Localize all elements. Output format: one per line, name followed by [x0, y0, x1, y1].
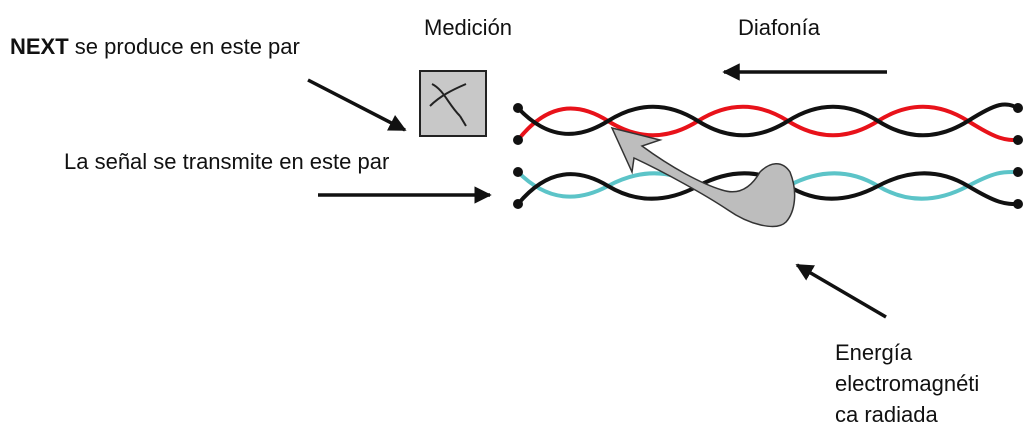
- signal-pair-label: La señal se transmite en este par: [64, 149, 390, 174]
- measurement-label: Medición: [424, 15, 513, 40]
- next-term: NEXT: [10, 34, 69, 59]
- energy-line: ca radiada: [835, 402, 938, 427]
- pair1-black-wire: [516, 102, 1019, 138]
- pair2-end-dot: [1013, 167, 1023, 177]
- pair1-end-dot: [1013, 135, 1023, 145]
- pair1-red-wire: [516, 104, 1019, 142]
- energy-line: Energía: [835, 340, 913, 365]
- energy-pointer-arrow: [795, 263, 887, 319]
- pair2-end-dot: [1013, 199, 1023, 209]
- crosstalk-label: Diafonía: [738, 15, 820, 40]
- pair1-end-dot: [513, 103, 523, 113]
- measurement-meter-icon: [419, 70, 487, 137]
- pair1-end-dot: [513, 135, 523, 145]
- twisted-pair-next: [513, 102, 1023, 145]
- pair2-end-dot: [513, 199, 523, 209]
- pair1-end-dot: [1013, 103, 1023, 113]
- next-pointer-arrow: [307, 78, 407, 132]
- crosstalk-energy-arrow: [610, 126, 796, 228]
- next-pair-label: NEXT se produce en este par: [10, 36, 300, 58]
- pair2-end-dot: [513, 167, 523, 177]
- next-rest-text: se produce en este par: [68, 34, 300, 59]
- energy-line: electromagnéti: [835, 371, 980, 396]
- radiated-energy-label: Energía electromagnéti ca radiada: [835, 337, 979, 430]
